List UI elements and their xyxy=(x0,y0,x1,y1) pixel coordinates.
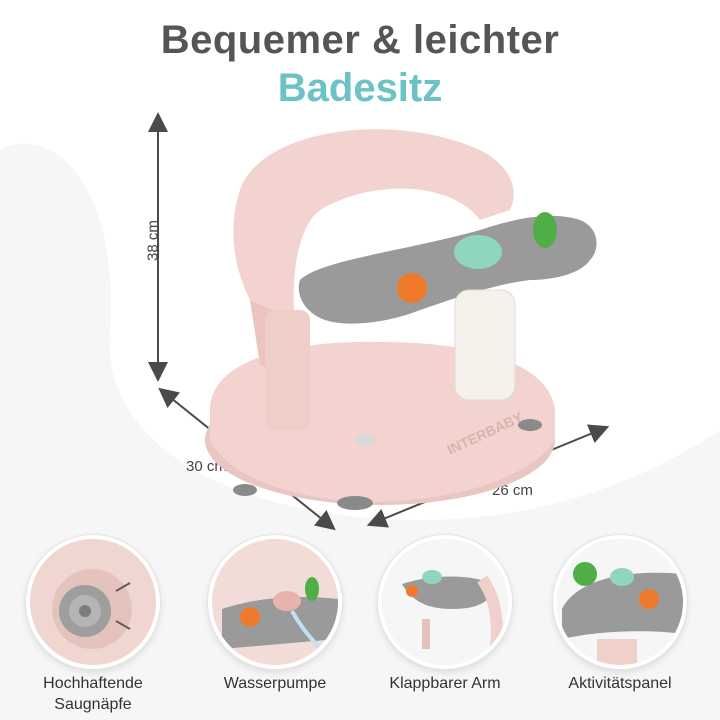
bath-seat-image: INTERBABY xyxy=(205,129,597,510)
feature-label-1b: Saugnäpfe xyxy=(54,696,132,713)
page-title: Bequemer & leichter xyxy=(160,18,560,62)
feature-label-1a: Hochhaftende xyxy=(43,675,143,692)
feature-label-3: Klappbarer Arm xyxy=(389,675,501,692)
water-pump-image xyxy=(208,535,342,669)
folding-arm-image xyxy=(378,535,512,669)
feature-label-2: Wasserpumpe xyxy=(223,675,327,692)
suction-cup-image xyxy=(26,535,160,669)
feature-label-4: Aktivitätspanel xyxy=(568,675,672,692)
activity-panel-image xyxy=(553,535,687,669)
feature-water-pump: Wasserpumpe xyxy=(200,535,350,715)
feature-suction-cups: Hochhaftende Saugnäpfe xyxy=(18,535,168,715)
page-subtitle: Badesitz xyxy=(277,66,443,110)
feature-folding-arm: Klappbarer Arm xyxy=(370,535,520,715)
feature-activity-panel: Aktivitätspanel xyxy=(545,535,695,715)
